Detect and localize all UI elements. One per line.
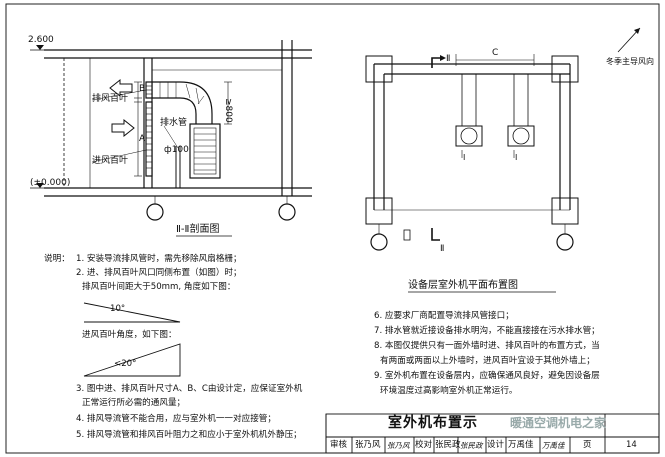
drawing-title: 室外机布置示 <box>388 415 478 431</box>
tb-designer-signature: 万禹佳 <box>542 441 565 450</box>
pipe-diameter-label: ф100 <box>164 145 189 155</box>
tb-designer: 万禹佳 <box>508 440 534 450</box>
note-line: 7. 排水管就近接设备排水明沟，不能直接接在污水排水管； <box>374 326 600 336</box>
note-line: 6. 应要求厂商配置导流排风管接口； <box>374 311 514 321</box>
section-view <box>30 40 312 237</box>
drain-pipe-label: 排水管 <box>160 118 188 128</box>
exhaust-louver-label: 排风百叶 <box>92 94 129 104</box>
note-line: 5. 排风导流管和排风百叶阻力之和应小于室外机机外静压； <box>76 430 302 440</box>
dimension-height-label: ≥800 <box>223 98 233 123</box>
tb-label-page: 页 <box>583 440 592 450</box>
tb-checker: 张民政 <box>435 440 461 450</box>
note-line: 排风百叶间距大于50mm, 角度如下图： <box>82 282 236 292</box>
dimension-b-label: B <box>139 84 146 94</box>
plan-view-caption: 设备层室外机平面布置图 <box>408 280 518 291</box>
tb-label-check: 校对 <box>415 440 433 450</box>
note-line: 3. 图中进、排风百叶尺寸A、B、C由设计定，应保证室外机 <box>76 384 303 394</box>
plan-view <box>365 27 641 293</box>
elevation-top-label: 2.600 <box>28 35 54 45</box>
note-line: 4. 排风导流管不能合用，应与室外机一一对应接管； <box>76 414 276 424</box>
note-line: 正常运行所必需的通风量； <box>82 398 186 408</box>
section-mark-top: Ⅱ <box>446 54 451 64</box>
tb-page-number: 14 <box>626 440 637 450</box>
tb-checker-signature: 张民政 <box>460 441 483 450</box>
tb-label-design: 设计 <box>487 440 505 450</box>
intake-louver-label: 进风百叶 <box>92 156 129 166</box>
angle-label-20: <20° <box>114 359 137 369</box>
tb-reviewer: 张乃风 <box>355 440 381 450</box>
wind-direction-label: 冬季主导风向 <box>606 57 654 66</box>
watermark-text: 暖通空调机电之家 <box>510 416 607 430</box>
elevation-bottom-label: (±0.000) <box>30 178 71 188</box>
grid-mark-1: I <box>463 153 466 162</box>
dimension-c-label: C <box>492 48 499 58</box>
tb-reviewer-signature: 张乃风 <box>387 441 410 450</box>
grid-mark-2: I <box>515 153 518 162</box>
note-line: 8. 本图仅提供只有一面外墙时进、排风百叶的布置方式，当 <box>374 341 600 351</box>
angle-label-10: 10° <box>110 304 126 314</box>
note-line: 2. 进、排风百叶风口同侧布置（如图）时； <box>76 268 242 278</box>
section-mark-bottom: Ⅱ <box>440 244 445 254</box>
tb-label-review: 审核 <box>330 440 348 450</box>
dimension-a-label: A <box>139 134 146 144</box>
notes-heading: 说明： <box>44 254 70 264</box>
note-line: 1. 安装导流排风管时，需先移除风扇格栅； <box>76 254 242 264</box>
louver-angle-sketches <box>83 302 181 377</box>
note-line: 有两面或两面以上外墙时，进风百叶宜设于其他外墙上； <box>380 356 595 366</box>
note-line: 9. 室外机布置在设备层内，应确保通风良好，避免因设备层 <box>374 371 600 381</box>
section-view-caption: Ⅱ-Ⅱ剖面图 <box>176 224 220 235</box>
note-line: 环境温度过高影响室外机正常运行。 <box>380 386 518 396</box>
note-line: 进风百叶角度，如下图： <box>82 330 177 340</box>
